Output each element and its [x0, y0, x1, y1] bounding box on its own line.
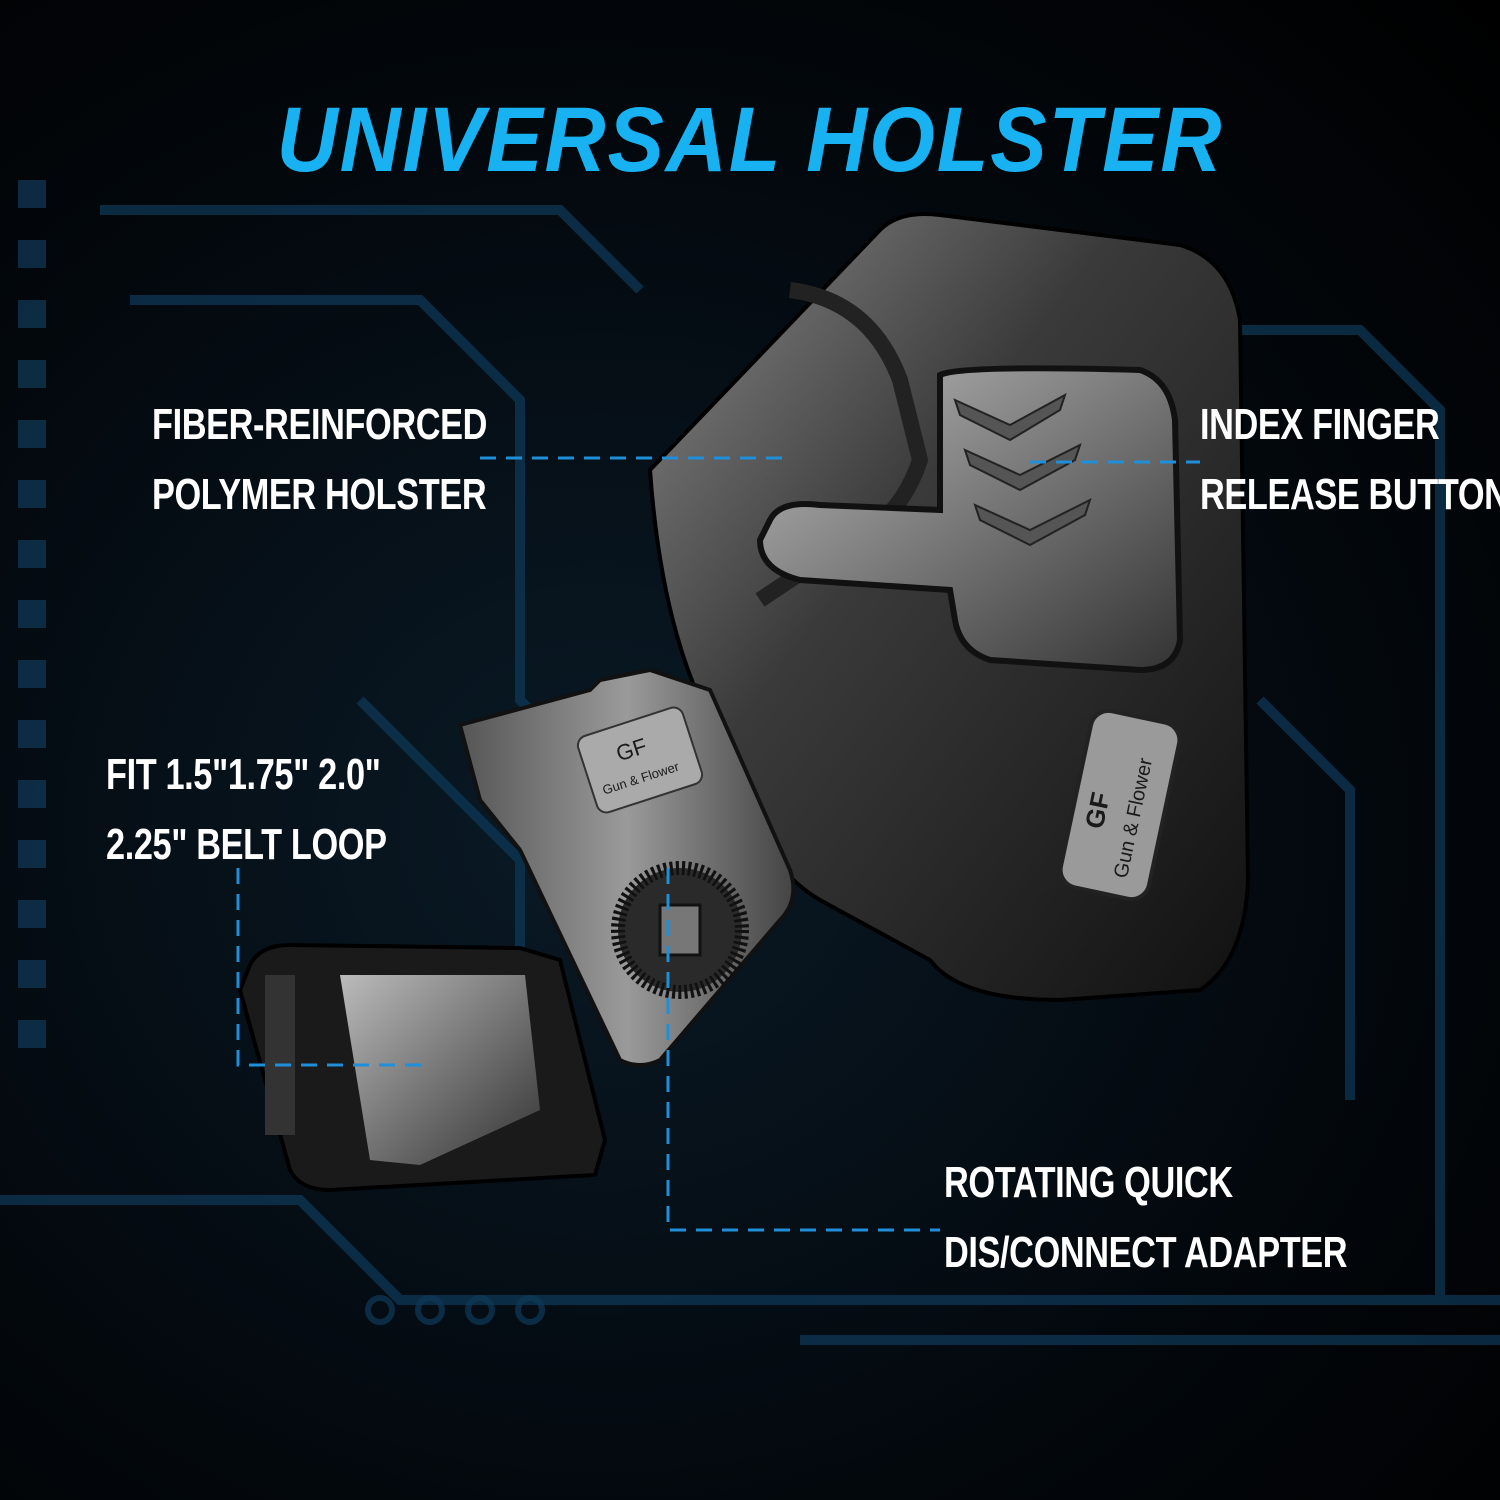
- adapter-logo-plate: GF Gun & Flower: [576, 706, 704, 814]
- callout-release-button: INDEX FINGER RELEASE BUTTON: [1200, 390, 1500, 530]
- brand-mark: GF: [1079, 790, 1116, 832]
- release-button-chevrons: [953, 392, 1092, 547]
- callout-line-1: ROTATING QUICK: [944, 1158, 1233, 1207]
- callout-line-2: DIS/CONNECT ADAPTER: [944, 1228, 1348, 1277]
- callout-line-2: RELEASE BUTTON: [1200, 470, 1500, 519]
- callout-belt-loop: FIT 1.5"1.75" 2.0" 2.25" BELT LOOP: [106, 740, 387, 880]
- callout-line-1: INDEX FINGER: [1200, 400, 1440, 449]
- callout-adapter: ROTATING QUICK DIS/CONNECT ADAPTER: [944, 1148, 1348, 1288]
- release-button-panel: [756, 365, 1184, 674]
- callout-line-2: POLYMER HOLSTER: [152, 470, 487, 519]
- callout-holster-material: FIBER-REINFORCED POLYMER HOLSTER: [152, 390, 487, 530]
- holster-logo-plate: GF Gun & Flower: [1058, 708, 1182, 902]
- page-title: UNIVERSAL HOLSTER: [276, 89, 1224, 191]
- callout-line-2: 2.25" BELT LOOP: [106, 820, 387, 869]
- callout-line-1: FIBER-REINFORCED: [152, 400, 488, 449]
- callout-line-1: FIT 1.5"1.75" 2.0": [106, 750, 381, 799]
